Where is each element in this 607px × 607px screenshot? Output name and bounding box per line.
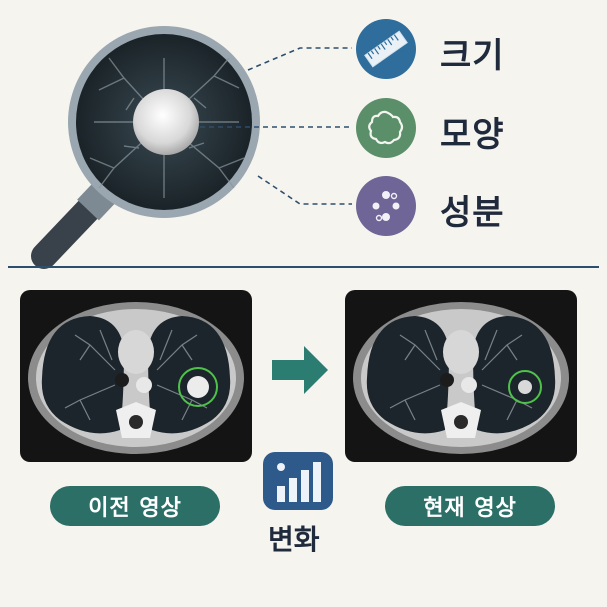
ct-current-scan (353, 302, 569, 454)
section-divider (8, 266, 599, 268)
previous-image-label: 이전 영상 (50, 486, 220, 526)
current-image-label: 현재 영상 (385, 486, 555, 526)
connector-lines (200, 47, 352, 205)
dots-composition-icon (356, 176, 416, 236)
bar-chart-icon (263, 452, 333, 510)
ct-previous-scan (28, 302, 244, 454)
nodule-current (518, 380, 532, 394)
feature-label-shape: 모양 (440, 115, 505, 155)
ruler-icon (356, 19, 416, 79)
change-label: 변화 (268, 523, 320, 556)
magnifier-illustration (31, 26, 260, 269)
right-arrow-icon (272, 346, 328, 394)
highlight-circle-previous (178, 367, 218, 407)
irregular-shape-icon (356, 98, 416, 158)
feature-label-size: 크기 (440, 36, 505, 76)
ct-current-image (345, 290, 577, 462)
highlight-circle-current (508, 370, 542, 404)
ct-previous-image (20, 290, 252, 462)
feature-label-composition: 성분 (440, 193, 505, 233)
nodule (133, 89, 199, 155)
nodule-previous (187, 376, 209, 398)
